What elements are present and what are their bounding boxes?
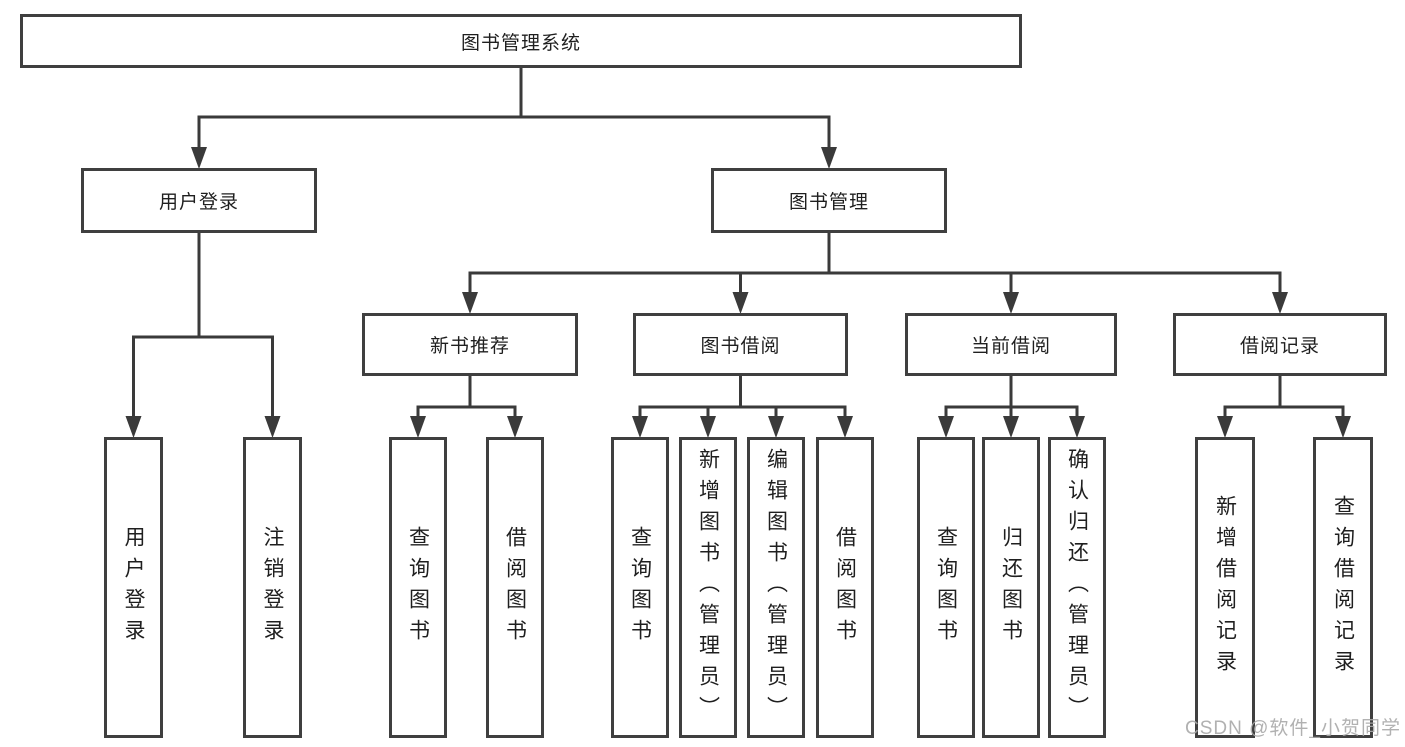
node-label: 借阅记录 <box>1239 336 1320 357</box>
arrowhead-icon <box>821 147 837 169</box>
arrowhead-icon <box>700 416 716 438</box>
node-label: 图书管理系统 <box>460 32 581 54</box>
node-label: 新增借阅记录 <box>1213 494 1237 681</box>
arrowhead-icon <box>632 416 648 438</box>
arrowhead-icon <box>1003 292 1019 314</box>
arrowhead-icon <box>410 416 426 438</box>
node-leaf-br-query: 查询借阅记录 <box>1313 437 1373 738</box>
watermark: CSDN @软件_小贺同学 <box>1185 718 1401 739</box>
node-leaf-cb-query: 查询图书 <box>917 437 975 738</box>
node-leaf-bb-edit: 编辑图书（管理员） <box>747 437 805 738</box>
node-label: 新增图书（管理员） <box>696 448 720 727</box>
node-label: 借阅图书 <box>503 525 527 650</box>
node-label: 归还图书 <box>999 525 1023 650</box>
node-label: 图书管理 <box>788 192 869 213</box>
node-label: 查询借阅记录 <box>1331 494 1355 681</box>
arrowhead-icon <box>768 416 784 438</box>
node-borrow-records: 借阅记录 <box>1173 313 1387 376</box>
node-leaf-bb-borrow: 借阅图书 <box>816 437 874 738</box>
node-root: 图书管理系统 <box>20 14 1022 68</box>
arrowhead-icon <box>837 416 853 438</box>
node-user-login: 用户登录 <box>81 168 317 233</box>
node-label: 查询图书 <box>628 525 652 650</box>
node-label: 图书借阅 <box>700 336 781 357</box>
node-leaf-nb-query: 查询图书 <box>389 437 447 738</box>
node-leaf-br-add: 新增借阅记录 <box>1195 437 1255 738</box>
node-book-borrow: 图书借阅 <box>633 313 848 376</box>
arrowhead-icon <box>507 416 523 438</box>
arrowhead-icon <box>938 416 954 438</box>
arrowhead-icon <box>125 416 142 438</box>
arrowhead-icon <box>1069 416 1085 438</box>
node-leaf-cb-return: 归还图书 <box>982 437 1040 738</box>
arrowhead-icon <box>264 416 281 438</box>
node-leaf-bb-add: 新增图书（管理员） <box>679 437 737 738</box>
node-leaf-nb-borrow: 借阅图书 <box>486 437 544 738</box>
arrowhead-icon <box>1335 416 1351 438</box>
node-book-mgmt: 图书管理 <box>711 168 947 233</box>
arrowhead-icon <box>1272 292 1288 314</box>
node-label: 新书推荐 <box>429 336 510 357</box>
node-label: 用户登录 <box>122 525 145 650</box>
arrowhead-icon <box>732 292 749 314</box>
arrowhead-icon <box>1217 416 1233 438</box>
node-leaf-logout: 注销登录 <box>243 437 302 738</box>
node-label: 注销登录 <box>261 525 284 650</box>
node-label: 查询图书 <box>934 525 958 650</box>
arrowhead-icon <box>191 147 207 169</box>
node-label: 查询图书 <box>406 525 430 650</box>
node-label: 确认归还（管理员） <box>1065 448 1089 727</box>
arrowhead-icon <box>1003 416 1019 438</box>
node-label: 借阅图书 <box>833 525 857 650</box>
arrowhead-icon <box>462 292 478 314</box>
node-leaf-user-login: 用户登录 <box>104 437 163 738</box>
node-current-borrow: 当前借阅 <box>905 313 1117 376</box>
node-label: 用户登录 <box>158 192 239 213</box>
node-leaf-cb-confirm: 确认归还（管理员） <box>1048 437 1106 738</box>
node-label: 当前借阅 <box>970 336 1051 357</box>
node-leaf-bb-query: 查询图书 <box>611 437 669 738</box>
node-new-book-rec: 新书推荐 <box>362 313 578 376</box>
node-label: 编辑图书（管理员） <box>764 448 788 727</box>
